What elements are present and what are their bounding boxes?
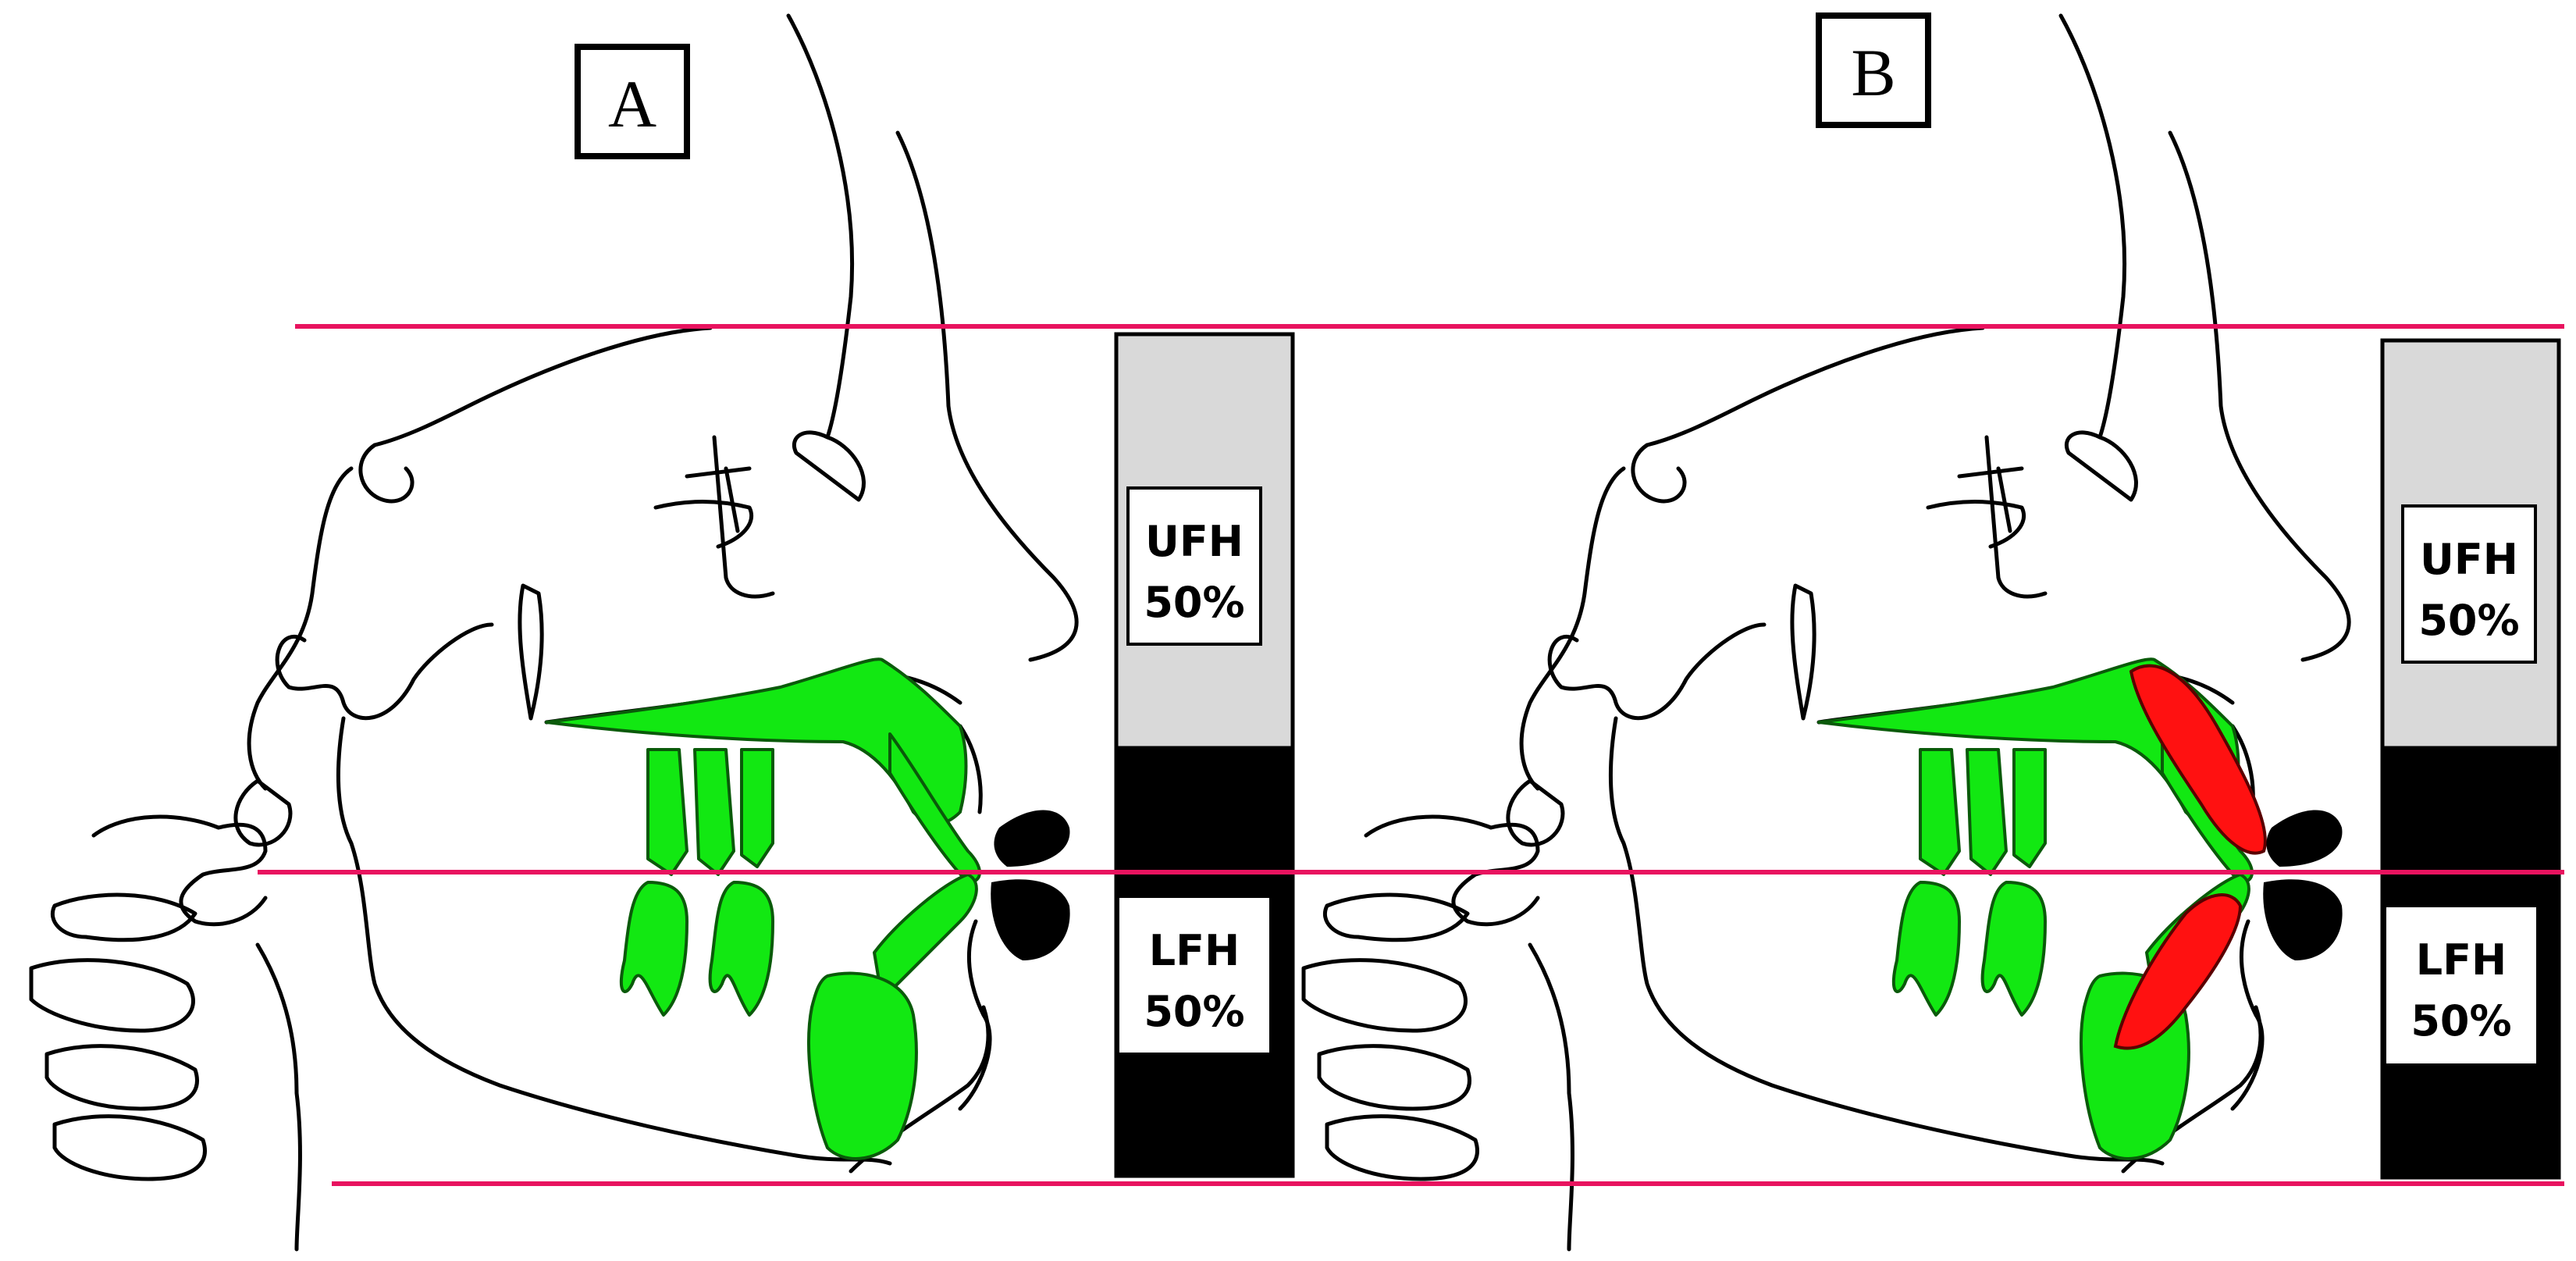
- panel-a-label: A: [608, 66, 656, 141]
- ufh-box-a: [1126, 486, 1262, 646]
- lfh-pct-b: 50%: [2411, 996, 2511, 1045]
- panel-a: A UFH 50% LFH 50%: [31, 16, 1295, 1249]
- ufh-abbr-a: UFH: [1145, 517, 1244, 566]
- lips-a: [991, 810, 1070, 960]
- panel-b-label: B: [1851, 35, 1895, 110]
- lfh-box-a: [1116, 895, 1272, 1056]
- lfh-abbr-a: LFH: [1149, 926, 1240, 975]
- reference-lines: [258, 324, 2564, 1186]
- lfh-abbr-b: LFH: [2416, 935, 2507, 985]
- ufh-abbr-b: UFH: [2420, 535, 2518, 584]
- skeletal-structures-a: [545, 657, 981, 1160]
- ufh-box-b: [2401, 504, 2537, 664]
- ufh-pct-a: 50%: [1144, 578, 1244, 627]
- panel-b: B UFH 50% LFH 50%: [1304, 12, 2561, 1249]
- lips-b: [2263, 810, 2343, 960]
- lfh-box-b: [2383, 904, 2539, 1067]
- panel-a-label-box: [575, 44, 690, 159]
- tracing-a: [31, 16, 1076, 1249]
- panel-b-label-box: [1816, 12, 1931, 128]
- lfh-pct-a: 50%: [1144, 987, 1244, 1036]
- tracing-b: [1304, 16, 2349, 1249]
- ufh-pct-b: 50%: [2418, 596, 2519, 645]
